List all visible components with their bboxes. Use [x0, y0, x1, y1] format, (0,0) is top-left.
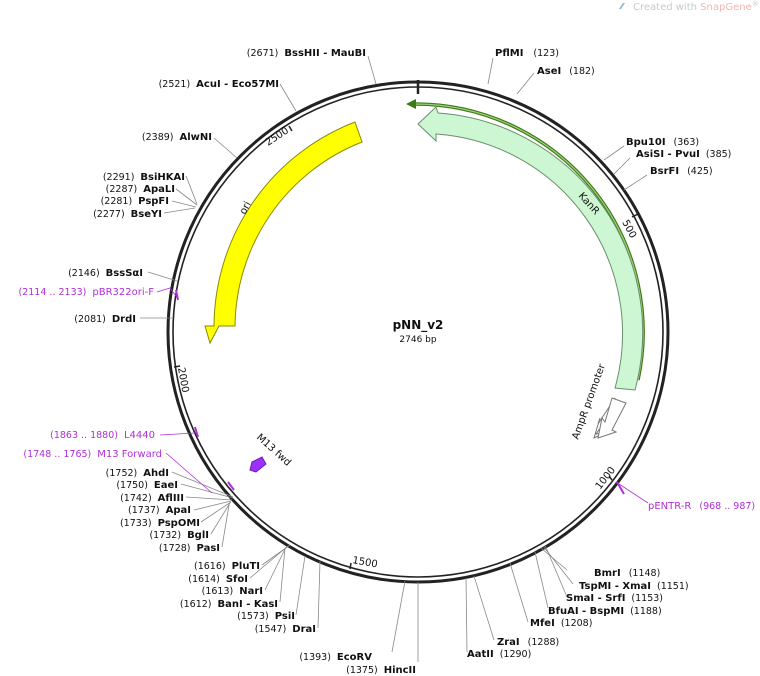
primer-labels: pENTR-R(968 .. 987) (2114 .. 2133)pBR322…	[19, 287, 756, 512]
site-bsrfi[interactable]: BsrFI(425)	[650, 166, 713, 177]
site-bsihkai[interactable]: (2291)BsiHKAI	[103, 172, 185, 183]
site-mfei[interactable]: MfeI(1208)	[530, 618, 592, 629]
ampr-promoter-shape	[597, 397, 627, 439]
tick-label-2000: 2000	[175, 367, 190, 394]
site-pflmi[interactable]: PflMI(123)	[495, 48, 559, 59]
tick-1000	[608, 475, 613, 481]
leader-lines-left	[140, 55, 419, 662]
primer-pentr-r[interactable]: pENTR-R(968 .. 987)	[648, 501, 755, 512]
site-bgli[interactable]: (1732)BglI	[149, 530, 209, 541]
tick-2000	[173, 365, 181, 368]
site-ecorv[interactable]: (1393)EcoRV	[299, 652, 372, 663]
site-asei[interactable]: AseI(182)	[537, 66, 595, 77]
site-drai[interactable]: (1547)DraI	[255, 624, 316, 635]
site-apali[interactable]: (2287)ApaLI	[106, 184, 175, 195]
plasmid-size: 2746 bp	[399, 335, 436, 345]
site-pspfi[interactable]: (2281)PspFI	[101, 196, 169, 207]
leader-lines-right	[465, 57, 648, 653]
tick-label-1500: 1500	[351, 555, 378, 570]
site-drdi[interactable]: (2081)DrdI	[74, 314, 136, 325]
backbone-outer-ring	[166, 80, 670, 584]
site-aatii[interactable]: AatII(1290)	[467, 649, 531, 660]
primer-l4440[interactable]: (1863 .. 1880)L4440	[50, 430, 155, 441]
primer-pbr322ori-f[interactable]: (2114 .. 2133)pBR322ori-F	[19, 287, 155, 298]
sites-left: (2671)BssHII - MauBI (2521)AcuI - Eco57M…	[68, 48, 416, 676]
site-ahdi[interactable]: (1752)AhdI	[106, 468, 169, 479]
site-bsshii-maubi[interactable]: (2671)BssHII - MauBI	[247, 48, 366, 59]
site-psii[interactable]: (1573)PsiI	[237, 611, 295, 622]
site-zrai[interactable]: ZraI(1288)	[497, 637, 559, 648]
backbone-inner-ring	[172, 86, 664, 578]
primer-marks	[156, 287, 649, 504]
site-bpu10i[interactable]: Bpu10I(363)	[626, 137, 699, 148]
plasmid-name: pNN_v2	[393, 318, 444, 333]
m13-fwd-feature	[249, 456, 267, 473]
site-tspmi-xmai[interactable]: TspMI - XmaI(1151)	[579, 581, 689, 592]
site-eaei[interactable]: (1750)EaeI	[116, 480, 178, 491]
site-bmri[interactable]: BmrI(1148)	[594, 568, 660, 579]
site-pspomi[interactable]: (1733)PspOMI	[120, 518, 200, 529]
tick-label-2500: 2500	[264, 125, 291, 148]
tick-2500	[288, 125, 293, 132]
site-afliii[interactable]: (1742)AflIII	[120, 493, 184, 504]
site-hincii[interactable]: (1375)HincII	[346, 665, 416, 676]
site-sfoi[interactable]: (1614)SfoI	[188, 574, 248, 585]
site-apai[interactable]: (1737)ApaI	[128, 505, 191, 516]
site-pasi[interactable]: (1728)PasI	[159, 543, 220, 554]
watermark-text: Created with SnapGene®	[633, 0, 759, 13]
site-smai-srfi[interactable]: SmaI - SrfI(1153)	[566, 593, 663, 604]
site-bfuai-bspmi[interactable]: BfuAI - BspMI(1188)	[548, 606, 662, 617]
tick-marks	[173, 125, 639, 570]
site-bseyi[interactable]: (2277)BseYI	[93, 209, 162, 220]
kanr-feature-arrow	[417, 106, 644, 391]
tick-1500	[349, 562, 352, 570]
site-pluti[interactable]: (1616)PluTI	[194, 561, 260, 572]
site-alwni[interactable]: (2389)AlwNI	[142, 132, 212, 143]
ori-label: ori	[238, 200, 254, 217]
snapgene-watermark: Created with SnapGene®	[619, 0, 759, 13]
tick-500	[631, 213, 639, 218]
site-nari[interactable]: (1613)NarI	[202, 586, 263, 597]
site-bani-kasi[interactable]: (1612)BanI - KasI	[180, 599, 278, 610]
sites-right: PflMI(123) AseI(182) Bpu10I(363) AsiSI -…	[467, 48, 731, 660]
primer-m13-forward[interactable]: (1748 .. 1765)M13 Forward	[23, 449, 162, 460]
snapgene-logo-icon	[619, 3, 625, 9]
site-bsssai[interactable]: (2146)BssSαI	[68, 268, 143, 279]
ori-feature-arrow	[204, 121, 363, 345]
site-acui-eco57mi[interactable]: (2521)AcuI - Eco57MI	[159, 79, 279, 90]
site-asisi-pvui[interactable]: AsiSI - PvuI(385)	[636, 149, 731, 160]
